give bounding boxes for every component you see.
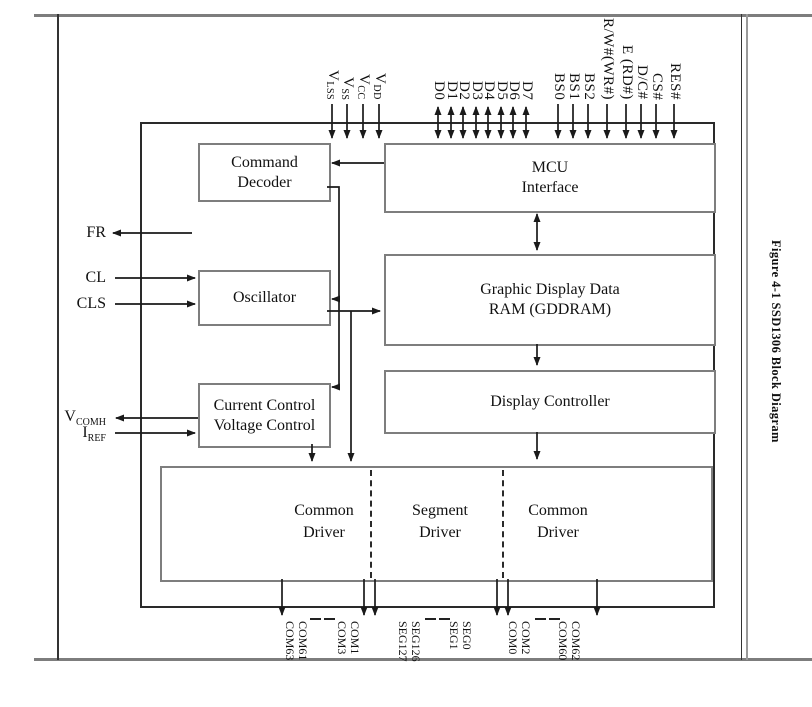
mcu-interface-block: MCU Interface (384, 143, 716, 213)
segment-driver-line2: Driver (419, 524, 461, 541)
display-controller-block: Display Controller (384, 370, 716, 434)
display-controller-label: Display Controller (490, 393, 610, 410)
mcu-interface-label-line2: Interface (521, 179, 579, 196)
pin-label-seg0: SEG0 (460, 621, 474, 650)
pin-label-bs0: BS0 (551, 72, 567, 100)
pin-label-cl: CL (85, 269, 106, 286)
frame-left-line (57, 14, 59, 660)
current-voltage-control-block: Current Control Voltage Control (198, 383, 331, 448)
pin-label-com2: COM2 (519, 621, 533, 655)
oscillator-block: Oscillator (198, 270, 331, 326)
ellipsis-tick (535, 618, 546, 620)
segment-driver-line1: Segment (412, 502, 468, 519)
pin-label-vdd: VDD (371, 73, 388, 100)
pin-label-d0: D0 (431, 80, 447, 100)
pin-label-seg127: SEG127 (396, 621, 410, 662)
command-decoder-label-line1: Command (231, 153, 298, 171)
driver-divider-left (370, 470, 372, 578)
pin-label-d4: D4 (481, 80, 497, 100)
pin-label-vss: VSS (339, 76, 356, 100)
pin-label-d7: D7 (519, 80, 535, 100)
pin-label-bs2: BS2 (581, 72, 597, 100)
common-driver-left-label: Common Driver (294, 500, 354, 544)
pin-label-res: RES# (667, 62, 683, 100)
ellipsis-tick (310, 618, 321, 620)
segment-driver-label: Segment Driver (412, 500, 468, 544)
pin-label-d1: D1 (444, 80, 460, 100)
ellipsis-tick (549, 618, 560, 620)
pin-label-com3: COM3 (335, 621, 349, 655)
pin-label-iref: IREF (82, 424, 106, 445)
pin-label-d5: D5 (494, 80, 510, 100)
gddram-label-line1: Graphic Display Data (480, 281, 620, 298)
pin-label-seg1: SEG1 (447, 621, 461, 650)
pin-label-d2: D2 (456, 80, 472, 100)
figure-caption: Figure 4-1 SSD1306 Block Diagram (769, 240, 783, 443)
frame-right-line-inner (741, 14, 742, 660)
pin-label-com62: COM62 (569, 621, 583, 661)
common-driver-right-label: Common Driver (528, 500, 588, 544)
pin-label-com1: COM1 (348, 621, 362, 655)
chip-outline (140, 122, 715, 608)
current-control-label-line1: Current Control (213, 396, 316, 414)
pin-label-com0: COM0 (506, 621, 520, 655)
pin-label-d6: D6 (506, 80, 522, 100)
pin-label-com60: COM60 (556, 621, 570, 661)
pin-label-vcc: VCC (355, 74, 372, 100)
pin-label-e-rd: E (RD#) (619, 45, 635, 100)
mcu-interface-label-line1: MCU (531, 159, 569, 176)
oscillator-label: Oscillator (232, 289, 297, 306)
pin-label-com61: COM61 (296, 621, 310, 661)
frame-top-line (34, 14, 812, 17)
pin-label-vcomh: VCOMH (64, 408, 106, 429)
driver-block: Common Driver Segment Driver Common Driv… (160, 466, 713, 582)
gddram-block: Graphic Display Data RAM (GDDRAM) (384, 254, 716, 346)
ellipsis-tick (324, 618, 335, 620)
frame-right-line-outer (746, 14, 748, 660)
command-decoder-block: Command Decoder (198, 143, 331, 202)
pin-label-rw: R/W#(WR#) (600, 18, 616, 100)
pin-label-cls: CLS (76, 295, 106, 312)
pin-label-d3: D3 (469, 80, 485, 100)
common-driver-right-line2: Driver (537, 524, 579, 541)
pin-label-bs1: BS1 (566, 72, 582, 100)
common-driver-left-line1: Common (294, 502, 354, 519)
ellipsis-tick (425, 618, 436, 620)
driver-divider-right (502, 470, 504, 578)
command-decoder-label-line2: Decoder (237, 173, 292, 191)
pin-label-vlss: VLSS (324, 69, 341, 100)
current-control-label-line2: Voltage Control (213, 416, 316, 434)
pin-label-seg126: SEG126 (409, 621, 423, 662)
frame-bottom-line (34, 658, 812, 661)
pin-label-com63: COM63 (283, 621, 297, 661)
pin-label-fr: FR (86, 224, 106, 241)
pin-label-cs: CS# (649, 72, 665, 100)
ellipsis-tick (439, 618, 450, 620)
common-driver-right-line1: Common (528, 502, 588, 519)
pin-label-dc: D/C# (634, 65, 650, 100)
common-driver-left-line2: Driver (303, 524, 345, 541)
gddram-label-line2: RAM (GDDRAM) (488, 301, 612, 318)
